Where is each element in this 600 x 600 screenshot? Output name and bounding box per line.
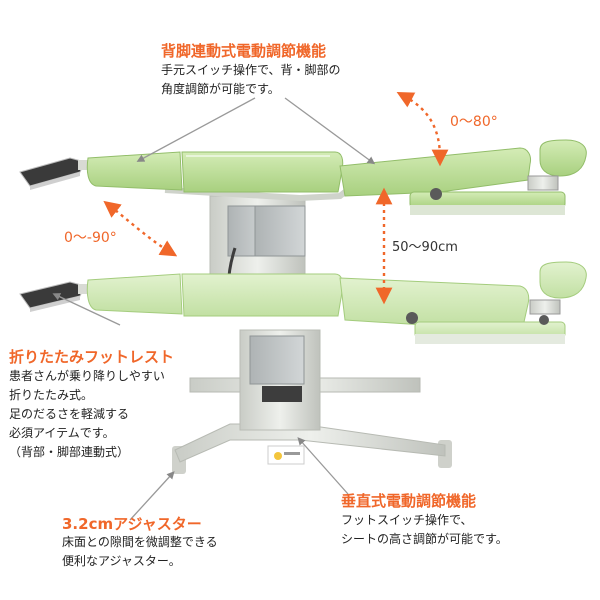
back-angle-label: 0〜80°: [450, 114, 498, 130]
height-description: フットスイッチ操作で、 シートの高さ調節が可能です。: [341, 513, 508, 546]
raised-chair-illustration: [19, 139, 587, 309]
callout-lines: [52, 97, 376, 521]
lowered-chair-illustration: [19, 261, 587, 474]
back-leg-description: 手元スイッチ操作で、背・脚部の 角度調節が可能です。: [161, 63, 341, 96]
height-title: 垂直式電動調節機能: [341, 492, 477, 510]
adjuster-description: 床面との隙間を微調整できる 便利なアジャスター。: [62, 535, 218, 568]
footrest-description: 患者さんが乗り降りしやすい 折りたたみ式。 足のだるさを軽減する 必須アイテムで…: [9, 369, 165, 459]
adjuster-title: 3.2cmアジャスター: [62, 515, 202, 533]
back-leg-title: 背脚連動式電動調節機能: [161, 42, 327, 60]
footrest-title: 折りたたみフットレスト: [9, 348, 175, 366]
motion-arrows: [103, 92, 449, 305]
height-range-label: 50〜90cm: [392, 240, 458, 255]
leg-angle-label: 0〜-90°: [64, 230, 117, 246]
